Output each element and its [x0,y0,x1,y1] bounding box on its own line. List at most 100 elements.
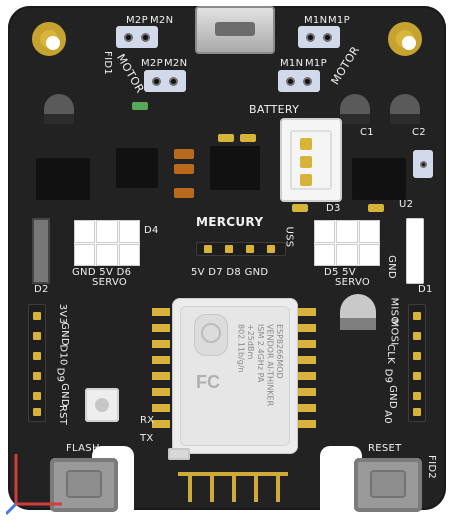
label-servo-left: SERVO [92,277,128,288]
reset-button[interactable] [354,458,422,512]
smd-pad-2 [240,134,256,142]
pin-icon [267,245,275,253]
motor-header-right-bottom [278,70,320,92]
pin-icon [169,76,178,86]
battery-terminal-icon [300,138,312,150]
label-left-gnd: GND [58,322,70,346]
transistor-right-2 [390,94,420,124]
label-tx: TX [140,433,154,444]
label-c1: C1 [360,127,374,138]
pcb-antenna [178,472,288,502]
label-m2p: M2P [126,15,148,26]
battery-connector [280,118,342,202]
axis-line-diagonal [6,502,18,516]
wifi-module: ESP8266MOD VENDOR AI-THINKER ISM 2.4GHz … [172,298,298,454]
pin-icon [419,160,427,168]
capacitor-orange-1 [174,149,194,159]
motor-header-right-top [298,26,340,48]
pin-icon [306,32,315,42]
pin-icon [225,245,233,253]
chip-right-power [347,158,411,200]
label-servo-right: SERVO [335,277,371,288]
label-left-gnd2: GND [58,383,70,407]
pin-icon [33,332,41,340]
label-mercury: MERCURY [196,215,264,229]
small-component [168,448,190,460]
label-m2p-lower: M2P [141,58,163,69]
label-left-d9: D9 [54,367,66,383]
label-right-d9: D9 [382,368,394,384]
transistor-right-1 [340,94,370,124]
label-reset: RESET [368,443,402,454]
servo-pin-block [358,220,380,243]
status-led-green [132,102,148,110]
label-right-mosi: MOSI [388,318,400,346]
servo-left-block [74,220,140,266]
transistor-left [44,94,74,124]
servo-pin-block [118,220,140,243]
battery-terminal-icon [300,156,312,168]
label-c2: C2 [412,127,426,138]
axis-overlay [6,454,62,516]
label-fid1: FID1 [101,51,113,75]
label-rx: RX [140,415,155,426]
mercury-board: M2P M2N M2P M2N M1N M1P M1N M1P FID1 MOT… [8,6,446,512]
smd-pad-4 [368,204,384,212]
pin-icon [246,245,254,253]
pin-icon [152,76,161,86]
wifi-icon [194,314,228,356]
label-m2n: M2N [150,15,174,26]
servo-pin-block [314,220,336,243]
pin-icon [124,32,133,42]
motor-header-left-top [116,26,158,48]
servo-pin-block [74,220,96,243]
left-side-header [28,304,46,422]
pin-icon [303,76,312,86]
label-u2: U2 [399,199,414,210]
right-side-header [408,304,426,422]
pin-icon [413,312,421,320]
usb-connector [195,6,275,54]
label-d3: D3 [326,203,341,214]
label-right-a0: A0 [381,410,393,424]
battery-terminal-icon [300,174,312,186]
chip-center [205,146,265,190]
buzzer [340,294,376,330]
servo-pin-block [314,243,336,266]
small-header-right [413,150,433,178]
servo-pin-block [74,243,96,266]
module-text: ESP8266MOD VENDOR AI-THINKER ISM 2.4GHz … [236,324,284,407]
label-battery: BATTERY [249,103,300,116]
label-bottom-pins-left: GND 5V D6 [72,267,132,278]
module-pads-left [152,308,170,436]
chip-left-mid [111,148,163,188]
label-right-gnd: GND [386,385,398,409]
capacitor-orange-3 [174,188,194,198]
capacitor-orange-2 [174,164,194,174]
pin-icon [33,312,41,320]
label-right-clk: CLK [385,343,397,365]
label-m1p-lower: M1P [305,58,327,69]
rgb-led-square [85,388,119,422]
label-d2: D2 [34,284,49,295]
chip-left-power [31,158,95,200]
pin-icon [33,392,41,400]
pin-icon [413,392,421,400]
label-flash: FLASH [66,443,100,454]
smd-pad-1 [218,134,234,142]
servo-right-block [314,220,380,266]
motor-header-left-bottom [144,70,186,92]
label-fid2: FID2 [425,455,437,479]
pin-icon [413,352,421,360]
smd-pad-3 [292,204,308,212]
label-bottom-pins-mid: 5V D7 D8 GND [191,267,269,278]
flash-button[interactable] [50,458,118,512]
servo-pin-block [96,243,118,266]
left-gray-stack [32,218,50,284]
pin-icon [286,76,295,86]
label-motor-right: MOTOR [328,43,363,88]
servo-pin-block [118,243,140,266]
pin-icon [413,408,421,416]
label-d4: D4 [144,225,159,236]
